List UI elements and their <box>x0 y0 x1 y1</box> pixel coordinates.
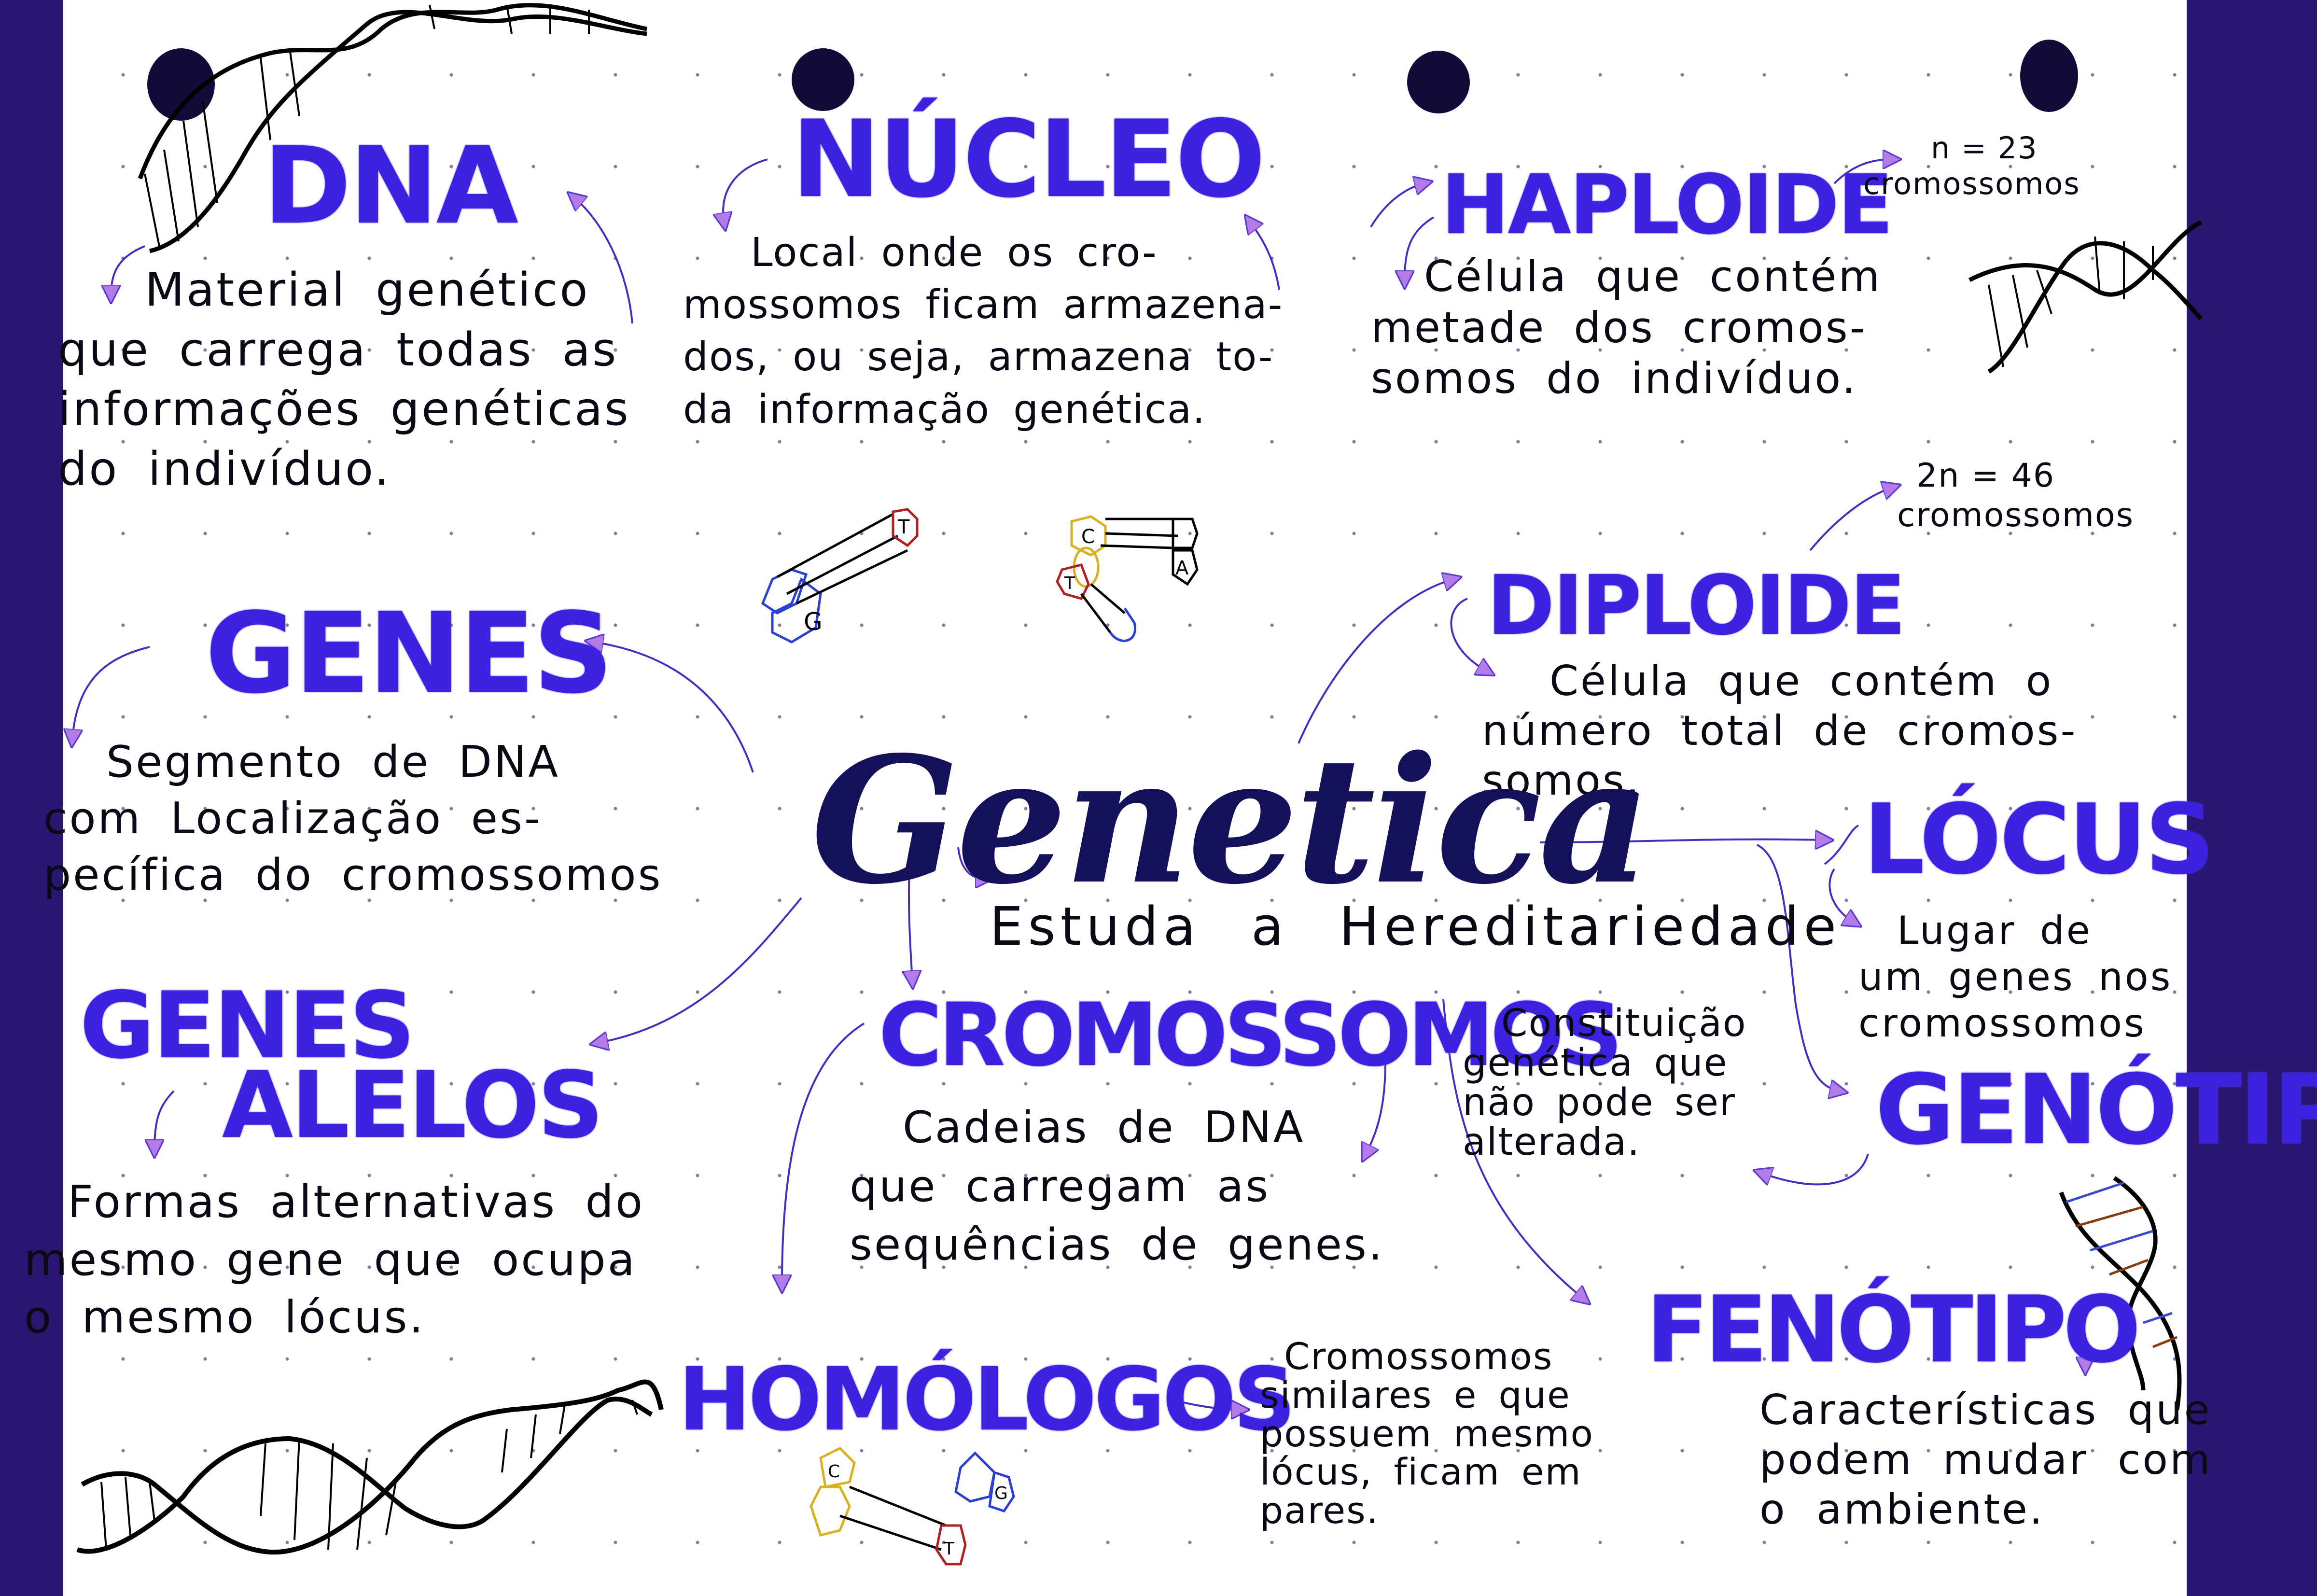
heading-genotipo: GENÓTIPO <box>1875 1054 2317 1166</box>
heading-diploide: DIPLOIDE <box>1487 558 1906 654</box>
text-line: informações genéticas <box>58 383 630 436</box>
text-line: Formas alternativas do <box>68 1176 645 1228</box>
main-title: Genetica <box>811 718 1651 923</box>
text-line: número total de cromos- <box>1482 707 2078 756</box>
definition-nucleo: Local onde os cro- mossomos ficam armaze… <box>683 227 1283 436</box>
count-value: 2n = 46 <box>1916 457 2055 495</box>
text-line: mossomos ficam armazena- <box>683 282 1284 328</box>
text-line: genética que <box>1463 1041 1728 1085</box>
text-line: pecífica do cromossomos <box>43 850 663 900</box>
text-line: lócus, ficam em <box>1260 1450 1582 1494</box>
binder-hole-icon <box>1407 51 1470 113</box>
text-line: da informação genética. <box>683 386 1206 433</box>
definition-fenotipo: Características que podem mudar com o am… <box>1759 1386 2212 1535</box>
text-line: possuem mesmo <box>1260 1412 1594 1455</box>
text-line: alterada. <box>1463 1120 1641 1164</box>
text-line: um genes nos <box>1858 954 2173 999</box>
definition-homologos: Cromossomos similares e que possuem mesm… <box>1260 1337 1594 1530</box>
text-line: Características que <box>1759 1386 2212 1434</box>
heading-homologos: HOMÓLOGOS <box>678 1349 1296 1450</box>
binder-hole-icon <box>792 48 854 111</box>
text-line: Constituição <box>1501 1002 1747 1045</box>
text-line: Cadeias de DNA <box>903 1102 1305 1153</box>
text-line: cromossomos <box>1858 1001 2146 1046</box>
text-line: Material genético <box>145 264 590 317</box>
heading-cromossomos: CROMOSSOMOS <box>879 985 1623 1086</box>
text-line: Local onde os cro- <box>751 230 1158 276</box>
heading-fenotipo: FENÓTIPO <box>1646 1276 2141 1383</box>
heading-haploide: HAPLOIDE <box>1441 157 1894 253</box>
definition-genes: Segmento de DNA com Localização es- pecí… <box>43 734 663 903</box>
text-line: sequências de genes. <box>850 1219 1384 1270</box>
text-line: Célula que contém o <box>1549 657 2053 705</box>
poster-paper <box>63 0 2187 1596</box>
text-line: Cromossomos <box>1284 1335 1553 1378</box>
text-line: podem mudar com <box>1759 1436 2212 1484</box>
dot-pattern <box>63 0 2187 1596</box>
definition-cromossomos: Cadeias de DNA que carregam as sequência… <box>850 1098 1384 1274</box>
binder-hole-icon <box>147 48 215 121</box>
text-line: Célula que contém <box>1424 252 1882 301</box>
text-line: Segmento de DNA <box>106 737 560 787</box>
text-line: pares. <box>1260 1489 1379 1532</box>
heading-genes-alelos-line2: ALELOS <box>222 1052 604 1159</box>
diploide-chromosome-count: 2n = 46 cromossomos <box>1897 456 2134 535</box>
definition-haploide: Célula que contém metade dos cromos- som… <box>1371 251 1882 404</box>
text-line: do indivíduo. <box>58 442 391 496</box>
main-subtitle: Estuda a Hereditariedade <box>990 896 1842 957</box>
text-line: não pode ser <box>1463 1080 1736 1124</box>
text-line: o ambiente. <box>1759 1485 2045 1534</box>
heading-genes-alelos-line1: GENES <box>80 972 415 1079</box>
binder-hole-icon <box>2020 40 2078 112</box>
text-line: metade dos cromos- <box>1371 302 1867 352</box>
text-line: somos. <box>1482 756 1641 805</box>
text-line: Lugar de <box>1897 908 2092 953</box>
definition-genes-alelos: Formas alternativas do mesmo gene que oc… <box>24 1173 644 1346</box>
text-line: que carrega todas as <box>58 323 618 377</box>
heading-locus: LÓCUS <box>1863 784 2215 896</box>
text-line: que carregam as <box>850 1161 1270 1212</box>
definition-genotipo: Constituição genética que não pode ser a… <box>1463 1004 1747 1162</box>
text-line: com Localização es- <box>43 793 542 844</box>
haploide-chromosome-count: n = 23 cromossomos <box>1863 130 2080 202</box>
text-line: dos, ou seja, armazena to- <box>683 334 1274 380</box>
count-unit: cromossomos <box>1897 496 2135 534</box>
count-unit: cromossomos <box>1863 166 2080 202</box>
definition-diploide: Célula que contém o número total de crom… <box>1482 657 2078 806</box>
definition-dna: Material genético que carrega todas as i… <box>58 261 630 499</box>
text-line: o mesmo lócus. <box>24 1291 425 1344</box>
text-line: mesmo gene que ocupa <box>24 1233 637 1286</box>
count-value: n = 23 <box>1931 130 2038 166</box>
heading-nucleo: NÚCLEO <box>792 98 1266 221</box>
definition-locus: Lugar de um genes nos cromossomos <box>1858 908 2172 1047</box>
text-line: somos do indivíduo. <box>1371 353 1857 404</box>
heading-dna: DNA <box>263 124 518 248</box>
heading-genes: GENES <box>205 589 613 718</box>
text-line: similares e que <box>1260 1373 1571 1416</box>
